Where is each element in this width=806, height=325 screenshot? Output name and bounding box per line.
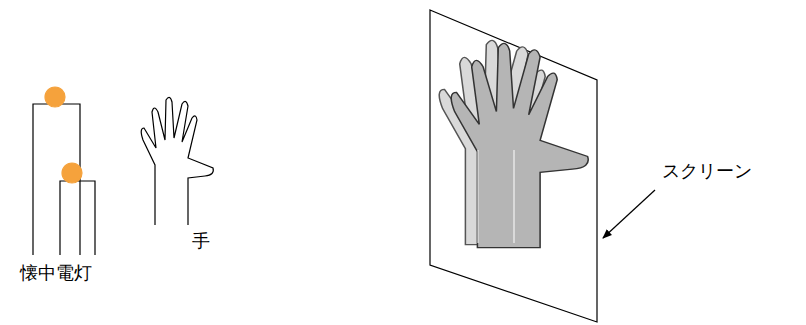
hand-shadow <box>439 40 588 247</box>
leader-arrow <box>603 190 655 238</box>
screen <box>430 10 597 322</box>
hand-outline <box>141 97 213 225</box>
part-label: スクリーン <box>662 160 752 182</box>
part-label: 懐中電灯 <box>20 262 92 284</box>
flashlight <box>33 87 95 255</box>
part-label: 手 <box>192 230 210 252</box>
